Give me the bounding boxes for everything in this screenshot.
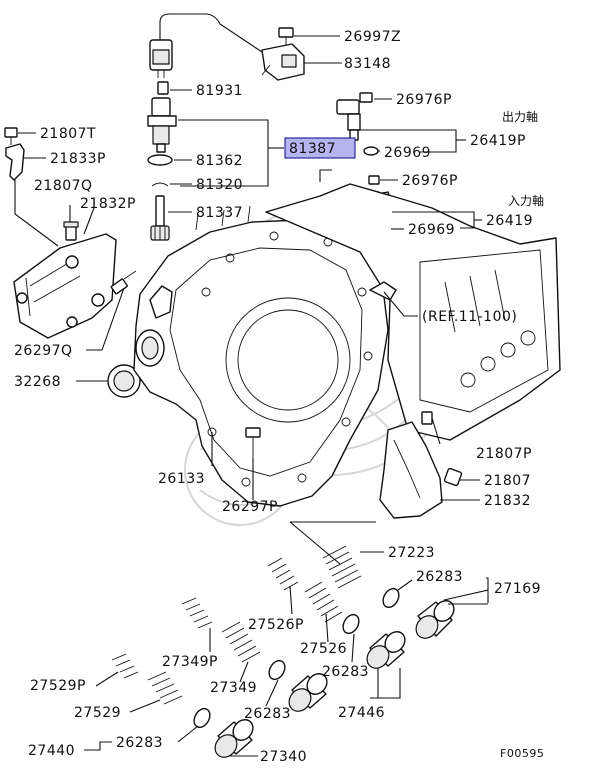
reference-note[interactable]: (REF.11-100) bbox=[422, 309, 517, 325]
o-ring-26283-d[interactable] bbox=[191, 706, 213, 730]
snap-ring-81320[interactable] bbox=[151, 182, 169, 187]
label-21807[interactable]: 21807 bbox=[484, 473, 531, 489]
label-26297P[interactable]: 26297P bbox=[222, 499, 278, 515]
mount-bracket-21832[interactable] bbox=[379, 421, 443, 519]
label-27340[interactable]: 27340 bbox=[260, 749, 307, 765]
bolt-21807T[interactable] bbox=[4, 127, 18, 145]
o-ring-81362[interactable] bbox=[147, 154, 173, 166]
label-32268[interactable]: 32268 bbox=[14, 374, 61, 390]
label-26419P[interactable]: 26419P bbox=[470, 133, 526, 149]
label-27223[interactable]: 27223 bbox=[388, 545, 435, 561]
spring-27526P[interactable] bbox=[267, 557, 299, 591]
connector-bracket-83148[interactable] bbox=[261, 43, 305, 81]
label-27446[interactable]: 27446 bbox=[338, 705, 385, 721]
label-27169[interactable]: 27169 bbox=[494, 581, 541, 597]
bracket-21833P[interactable] bbox=[5, 143, 25, 181]
label-27349[interactable]: 27349 bbox=[210, 680, 257, 696]
label-81320[interactable]: 81320 bbox=[196, 177, 243, 193]
piston-27440[interactable] bbox=[211, 716, 257, 762]
bolt-21807Q[interactable] bbox=[63, 221, 79, 241]
label-26283-a[interactable]: 26283 bbox=[416, 569, 463, 585]
label-26283-d[interactable]: 26283 bbox=[116, 735, 163, 751]
o-ring-26283-a[interactable] bbox=[380, 586, 402, 610]
o-ring-26969-upper[interactable] bbox=[363, 146, 379, 156]
transmission-housing-26133[interactable] bbox=[133, 205, 389, 507]
driven-gear-81337[interactable] bbox=[150, 195, 170, 241]
part-labels: 26997Z 83148 81931 26976P 出力軸 21807T 264… bbox=[14, 29, 544, 765]
bolt-26997Z[interactable] bbox=[278, 27, 294, 45]
label-26969-upper[interactable]: 26969 bbox=[384, 145, 431, 161]
label-21807T[interactable]: 21807T bbox=[40, 126, 96, 142]
label-26976P-lower[interactable]: 26976P bbox=[402, 173, 458, 189]
piston-27340[interactable] bbox=[285, 670, 331, 716]
label-27529P[interactable]: 27529P bbox=[30, 678, 86, 694]
speed-sensor-harness[interactable] bbox=[149, 13, 263, 78]
label-26419[interactable]: 26419 bbox=[486, 213, 533, 229]
leader-lines bbox=[18, 35, 489, 757]
vehicle-speed-sensor-81387-part[interactable] bbox=[147, 97, 177, 153]
bolt-26297P[interactable] bbox=[245, 427, 261, 458]
bolt-26976P-lower[interactable] bbox=[368, 175, 380, 185]
mount-bracket-21832P[interactable] bbox=[13, 233, 117, 339]
label-26297Q[interactable]: 26297Q bbox=[14, 343, 73, 359]
o-ring-26283-c[interactable] bbox=[266, 658, 288, 682]
figure-id: F00595 bbox=[500, 747, 544, 760]
label-27529[interactable]: 27529 bbox=[74, 705, 121, 721]
label-input-shaft: 入力軸 bbox=[508, 194, 544, 208]
label-26976P-upper[interactable]: 26976P bbox=[396, 92, 452, 108]
bolt-26976P-upper[interactable] bbox=[359, 92, 373, 103]
spring-27349P[interactable] bbox=[181, 597, 213, 629]
label-21807Q[interactable]: 21807Q bbox=[34, 178, 93, 194]
piston-27169[interactable] bbox=[412, 597, 458, 643]
highlight-box-81387 bbox=[284, 137, 356, 159]
spring-27223[interactable] bbox=[322, 545, 362, 589]
label-21807P[interactable]: 21807P bbox=[476, 446, 532, 462]
label-27526P[interactable]: 27526P bbox=[248, 617, 304, 633]
piston-27446[interactable] bbox=[363, 628, 409, 673]
label-83148[interactable]: 83148 bbox=[344, 56, 391, 72]
bolt-21807P[interactable] bbox=[421, 411, 433, 425]
transmission-case-outline bbox=[265, 183, 561, 441]
o-ring-26283-b[interactable] bbox=[340, 612, 362, 636]
label-21832P[interactable]: 21832P bbox=[80, 196, 136, 212]
label-81931[interactable]: 81931 bbox=[196, 83, 243, 99]
label-27440[interactable]: 27440 bbox=[28, 743, 75, 759]
label-81387[interactable]: 81387 bbox=[289, 141, 336, 157]
oil-seal-32268[interactable] bbox=[107, 364, 141, 398]
bolt-21807[interactable] bbox=[443, 467, 463, 487]
output-speed-sensor-26419P[interactable] bbox=[336, 99, 361, 141]
bolt-26297Q[interactable] bbox=[110, 270, 137, 295]
label-26969-lower[interactable]: 26969 bbox=[408, 222, 455, 238]
label-27349P[interactable]: 27349P bbox=[162, 654, 218, 670]
label-21833P[interactable]: 21833P bbox=[50, 151, 106, 167]
label-26133[interactable]: 26133 bbox=[158, 471, 205, 487]
spring-27529P[interactable] bbox=[111, 653, 139, 679]
label-output-shaft: 出力軸 bbox=[502, 110, 538, 124]
label-21832[interactable]: 21832 bbox=[484, 493, 531, 509]
clip-81931[interactable] bbox=[157, 81, 169, 95]
label-26283-b[interactable]: 26283 bbox=[322, 664, 369, 680]
spring-27349[interactable] bbox=[221, 621, 261, 663]
label-26997Z[interactable]: 26997Z bbox=[344, 29, 401, 45]
label-26283-c[interactable]: 26283 bbox=[244, 706, 291, 722]
label-81337[interactable]: 81337 bbox=[196, 205, 243, 221]
spring-27526[interactable] bbox=[304, 581, 343, 623]
label-27526[interactable]: 27526 bbox=[300, 641, 347, 657]
label-81362[interactable]: 81362 bbox=[196, 153, 243, 169]
spring-27529[interactable] bbox=[147, 671, 183, 705]
